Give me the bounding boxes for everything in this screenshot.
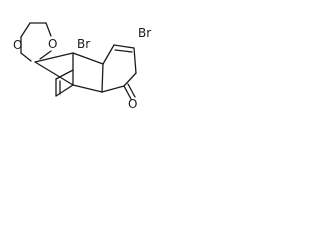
bond-ring-fusion: [101, 63, 104, 93]
bond-o-spiro-left: [20, 52, 32, 62]
bond-bridgehead-ring-fusion: [72, 52, 104, 65]
bond-fusion-vinyl: [102, 44, 115, 65]
bond-o-spiro-right: [39, 50, 52, 60]
cage-skeleton: [34, 44, 125, 97]
bond-vinyl-ch: [113, 44, 135, 49]
bond-fusion-ketone-carbon: [101, 85, 125, 93]
bond-c-o-double-2: [127, 83, 136, 98]
bond-c-o-double-1: [123, 85, 132, 100]
bond-carbonyl-ring: [123, 72, 137, 87]
bond-alkene-top: [55, 69, 74, 80]
dioxolane-ring: [20, 22, 52, 62]
atom-bromine-bridgehead: Br: [77, 37, 90, 51]
cyclopentenone-ring: [113, 44, 137, 100]
atom-oxygen-dioxolane-bottom: O: [48, 37, 57, 51]
bond-spiro-bridgehead-br: [34, 52, 74, 63]
atom-oxygen-ketone: O: [128, 97, 137, 111]
bond-spiro-bridgehead-left: [34, 61, 74, 86]
bond-ch2-o-right: [45, 22, 52, 37]
atom-bromine-vinyl: Br: [138, 26, 151, 40]
bond-lower-right: [72, 84, 103, 93]
bond-vinyl-double: [114, 49, 133, 53]
bond-bridgehead-lower: [55, 84, 74, 97]
atom-oxygen-dioxolane-top: O: [13, 38, 22, 52]
bond-cbr-carbonyl: [133, 47, 137, 74]
bond-ch2-o-top: [20, 22, 31, 38]
chemical-structure-diagram: O O Br Br O: [13, 22, 151, 111]
